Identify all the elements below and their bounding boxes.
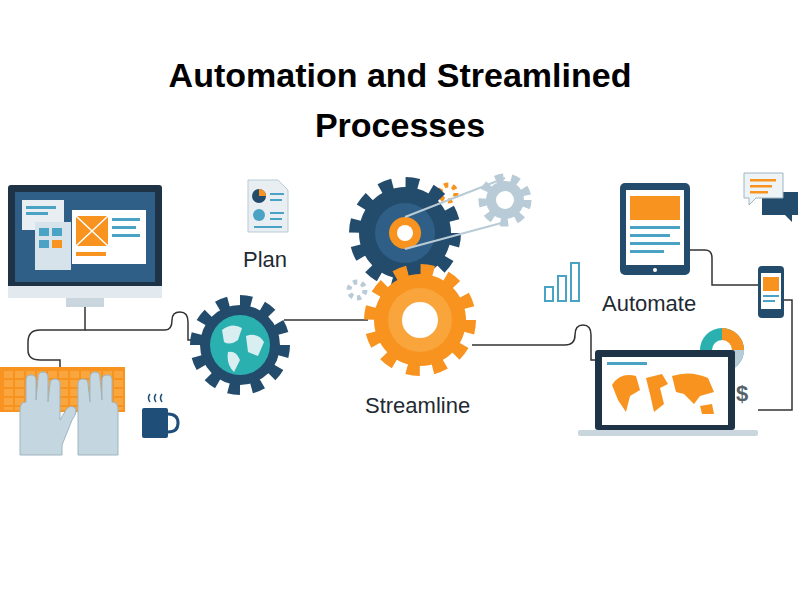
gear-cluster xyxy=(349,178,527,370)
laptop-icon xyxy=(578,350,758,436)
currency-symbol: $ xyxy=(736,381,748,407)
chat-icon xyxy=(744,173,798,222)
tablet-icon xyxy=(620,183,690,275)
step-label: Streamline xyxy=(365,393,470,419)
step-label: Automate xyxy=(602,291,696,317)
bar-chart-icon xyxy=(545,263,579,301)
step-label: Plan xyxy=(243,247,287,273)
monitor-icon xyxy=(8,185,162,307)
document-icon xyxy=(248,180,288,232)
diagram-title: Automation and Streamlined Processes xyxy=(120,50,680,150)
coffee-mug xyxy=(142,394,178,438)
phone-icon xyxy=(758,266,784,318)
globe-gear xyxy=(196,301,284,389)
hands-icon xyxy=(20,372,118,455)
